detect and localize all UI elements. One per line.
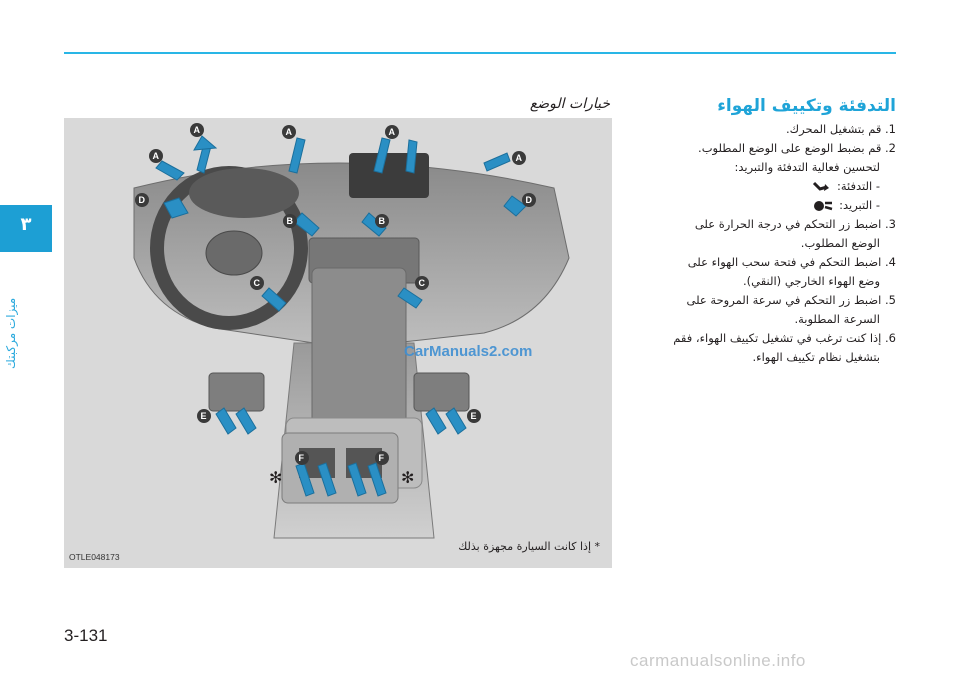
- svg-text:C: C: [419, 278, 426, 288]
- svg-text:D: D: [139, 195, 146, 205]
- vent-mode-figure: A A A A A D D B B C C E E F F ✻ ✻ CarMan…: [64, 118, 612, 568]
- instruction-step: 3. اضبط زر التحكم في درجة الحرارة على: [694, 217, 896, 231]
- svg-text:E: E: [471, 411, 477, 421]
- chapter-side-title: ميزات مركبتك: [4, 297, 18, 369]
- svg-text:A: A: [153, 151, 160, 161]
- section-title: التدفئة وتكييف الهواء: [717, 96, 896, 116]
- vent-labels: A A A A A D D B B C C E E F F: [135, 123, 536, 465]
- instruction-continuation: لتحسين فعالية التدفئة والتبريد:: [734, 160, 880, 174]
- instruction-continuation: بتشغيل نظام تكييف الهواء.: [752, 350, 880, 364]
- floor-mode-icon: [813, 181, 830, 191]
- figure-footnote: * إذا كانت السيارة مجهزة بذلك: [458, 540, 600, 553]
- instructions-list: 1. قم بتشغيل المحرك. 2. قم بضبط الوضع عل…: [646, 120, 896, 367]
- footer-watermark[interactable]: carmanualsonline.info: [630, 651, 806, 670]
- airflow-arrows: [155, 135, 527, 497]
- instruction-step: 6. إذا كنت ترغب في تشغيل تكييف الهواء، ف…: [673, 331, 896, 345]
- instruction-step: 5. اضبط زر التحكم في سرعة المروحة على: [686, 293, 897, 307]
- svg-text:F: F: [379, 453, 385, 463]
- floor-duct-right: [413, 372, 470, 412]
- figure-code: OTLE048173: [69, 552, 120, 562]
- svg-text:A: A: [194, 125, 201, 135]
- mode-heating: - التدفئة:: [646, 177, 896, 196]
- svg-text:D: D: [526, 195, 533, 205]
- svg-text:B: B: [379, 216, 386, 226]
- instruction-continuation: الوضع المطلوب.: [800, 236, 880, 250]
- asterisk-left: ✻: [269, 468, 282, 487]
- chapter-number: ٣: [20, 214, 32, 235]
- dashboard-illustration: A A A A A D D B B C C E E F F ✻ ✻: [133, 123, 570, 539]
- instruction-step: 2. قم بضبط الوضع على الوضع المطلوب.: [698, 141, 896, 155]
- carmanuals-watermark: CarManuals2.com: [404, 343, 533, 360]
- instrument-cluster: [189, 168, 299, 218]
- instruction-step: 4. اضبط التحكم في فتحة سحب الهواء على: [687, 255, 896, 269]
- steering-hub: [205, 230, 263, 276]
- header-rule: [64, 52, 896, 54]
- svg-text:A: A: [516, 153, 523, 163]
- floor-duct-left: [208, 372, 265, 412]
- svg-text:A: A: [389, 127, 396, 137]
- gear-shift-area: [311, 267, 407, 429]
- instruction-continuation: السرعة المطلوبة.: [794, 312, 880, 326]
- svg-text:B: B: [287, 216, 294, 226]
- asterisk-right: ✻: [401, 468, 414, 487]
- svg-text:E: E: [201, 411, 207, 421]
- center-screen: [349, 153, 429, 198]
- instruction-step: 1. قم بتشغيل المحرك.: [785, 122, 896, 136]
- mode-cooling: - التبريد:: [646, 196, 896, 215]
- page-number: 3-131: [64, 626, 108, 645]
- chapter-tab[interactable]: ٣: [0, 205, 52, 252]
- instruction-continuation: وضع الهواء الخارجي (النقي).: [742, 274, 880, 288]
- svg-text:C: C: [254, 278, 261, 288]
- face-mode-icon: [814, 200, 833, 211]
- figure-title: خيارات الوضع: [529, 96, 610, 112]
- svg-text:F: F: [299, 453, 305, 463]
- svg-text:A: A: [286, 127, 293, 137]
